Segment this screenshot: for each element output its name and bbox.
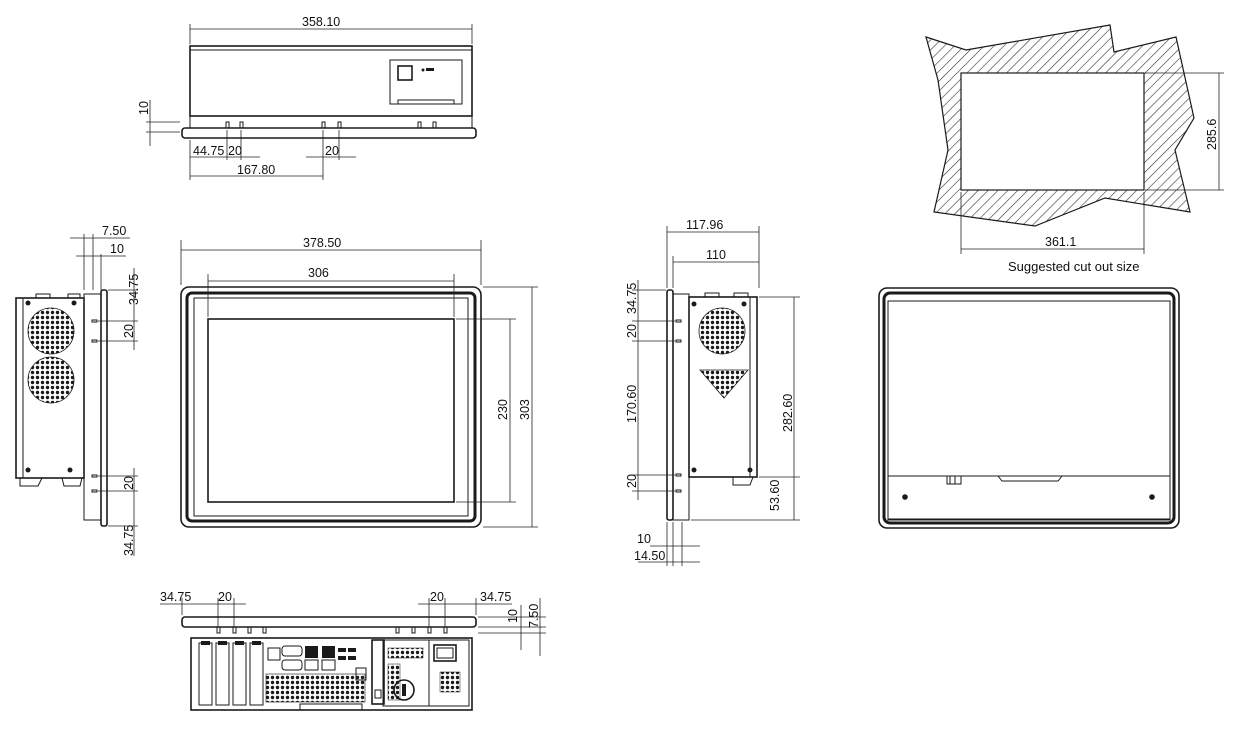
- top-view-body: [189, 45, 473, 117]
- dim-top-span: 167.80: [237, 163, 275, 177]
- front-bezel-outer: [180, 286, 482, 528]
- rear-lower-panel: [887, 475, 1171, 521]
- cutout-opening: [960, 72, 1145, 191]
- power-inlet-icon: [433, 644, 457, 662]
- drive-bay: [371, 639, 385, 705]
- dim-left-top: 34.75: [127, 274, 141, 305]
- cutout-view: 285.6 361.1 Suggested cut out size: [925, 24, 1224, 274]
- dim-right-gap-bottom: 20: [625, 474, 639, 488]
- dim-front-inner-width: 306: [308, 266, 329, 280]
- usb-port-icon: [338, 648, 346, 652]
- right-side-view: 117.96 110 34.75 20 170.60 20 282.60 53.…: [625, 218, 800, 566]
- lan-port-2-icon: [322, 646, 335, 658]
- dim-right-body-height: 282.60: [781, 394, 795, 432]
- dim-left-gap-top: 20: [122, 324, 136, 338]
- com-port-2-icon: [281, 659, 303, 671]
- dim-right-gap-top: 20: [625, 324, 639, 338]
- front-bezel-inner: [185, 291, 477, 523]
- dim-top-mount-b: 20: [325, 144, 339, 158]
- top-view: 358.10 10 44.75 20 20 167.80: [137, 15, 477, 180]
- key-lock-icon: [393, 679, 415, 701]
- dim-left-bottom: 34.75: [122, 525, 136, 556]
- dim-right-bottom: 53.60: [768, 480, 782, 511]
- bottom-view-bezel: [181, 616, 477, 628]
- dim-left-gap-bottom: 20: [122, 476, 136, 490]
- dim-right-body-depth: 110: [706, 248, 726, 262]
- front-display-active-area: [207, 318, 455, 503]
- dim-bottom-flange: 10: [506, 609, 520, 623]
- right-side-bezel: [666, 289, 674, 521]
- lan-port-1-icon: [305, 646, 318, 658]
- right-side-vent-grid: [699, 369, 749, 399]
- rear-connector: [946, 475, 962, 485]
- com-port-1-icon: [281, 645, 303, 657]
- expansion-slot-4: [249, 642, 264, 706]
- dim-right-span: 170.60: [625, 385, 639, 423]
- bottom-view: 34.75 20 20 34.75 10 7.50: [160, 590, 546, 711]
- dim-bottom-left-offset: 34.75: [160, 590, 191, 604]
- top-view-bezel: [181, 127, 477, 139]
- bottom-vent-grid: [265, 673, 366, 703]
- dim-bottom-bezel: 7.50: [527, 604, 541, 628]
- left-side-fan-vent-top: [27, 307, 75, 355]
- dim-front-outer-height: 303: [518, 399, 532, 420]
- dim-cutout-width: 361.1: [1045, 235, 1076, 249]
- dim-top-width: 358.10: [302, 15, 340, 29]
- dim-right-depth-total: 117.96: [686, 218, 723, 232]
- psu-module: [428, 639, 470, 707]
- dim-right-top: 34.75: [625, 283, 639, 314]
- expansion-slot-1: [198, 642, 213, 706]
- dim-bottom-right-offset: 34.75: [480, 590, 511, 604]
- right-side-flange: [672, 293, 690, 521]
- dim-cutout-height: 285.6: [1205, 119, 1219, 150]
- dim-right-flange-total: 14.50: [634, 549, 665, 563]
- left-side-fan-vent-bottom: [27, 356, 75, 404]
- expansion-slot-3: [232, 642, 247, 706]
- dim-top-flange: 10: [137, 101, 151, 115]
- rear-bezel-outer: [878, 287, 1180, 529]
- dim-top-mount-a: 20: [228, 144, 242, 158]
- expansion-slot-2: [215, 642, 230, 706]
- left-side-flange: [83, 293, 102, 521]
- rear-view: [878, 287, 1180, 529]
- cutout-caption: Suggested cut out size: [1008, 259, 1140, 274]
- power-button-icon: [397, 65, 413, 81]
- left-side-view: 7.50 10 34.75 20 20 34.75: [15, 224, 141, 556]
- dim-right-flange: 10: [637, 532, 651, 546]
- dim-front-inner-height: 230: [496, 399, 510, 420]
- dim-top-left-offset: 44.75: [193, 144, 224, 158]
- dim-left-bezel: 7.50: [102, 224, 126, 238]
- front-display-frame: [193, 297, 469, 517]
- dim-front-outer-width: 378.50: [303, 236, 341, 250]
- dim-bottom-right-gap: 20: [430, 590, 444, 604]
- right-side-fan-vent: [698, 307, 746, 355]
- dim-bottom-left-gap: 20: [218, 590, 232, 604]
- dim-left-depth: 10: [110, 242, 124, 256]
- right-side-body: [688, 296, 758, 478]
- front-view: 378.50 306 230 303: [180, 236, 538, 528]
